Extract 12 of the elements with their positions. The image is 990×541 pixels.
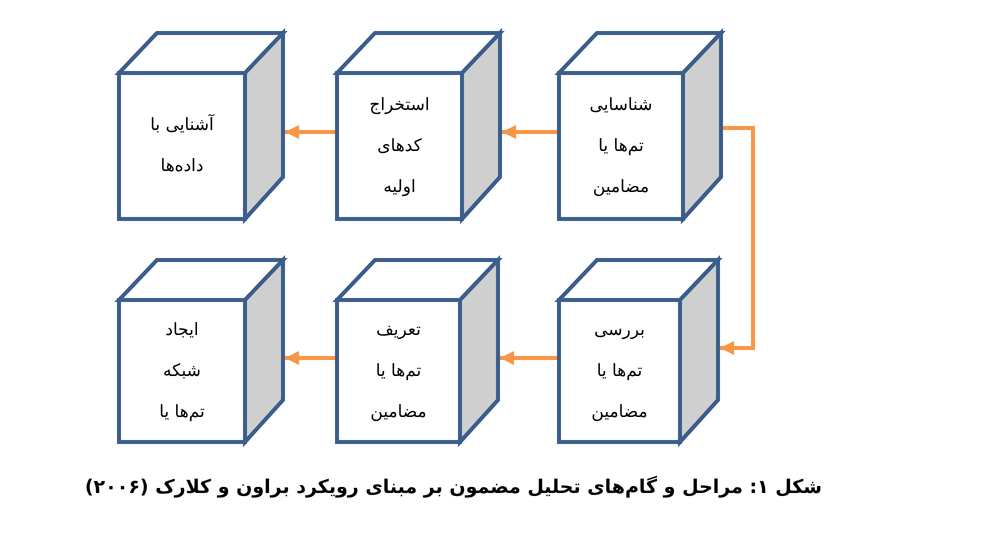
cube-label: ایجاد شبکه تم‌ها یا: [158, 318, 206, 424]
arrow: [285, 125, 335, 139]
arrow: [502, 125, 557, 139]
arrow: [720, 126, 755, 355]
cube-label: شناسایی تم‌ها یا مضامین: [588, 94, 654, 198]
arrow: [285, 351, 335, 365]
figure-caption: شکل ۱: مراحل و گام‌های تحلیل مضمون بر مبنای رویکرد براون و کلارک (۲۰۰۶): [84, 476, 822, 498]
cube-label: بررسی تم‌ها یا مضامین: [590, 318, 649, 424]
arrow: [500, 351, 557, 365]
cube-label: استخراج کدهای اولیه: [368, 94, 431, 198]
cube-label: آشنایی با داده‌ها: [149, 113, 216, 178]
cube-label: تعریف تم‌ها یا مضامین: [369, 318, 428, 424]
